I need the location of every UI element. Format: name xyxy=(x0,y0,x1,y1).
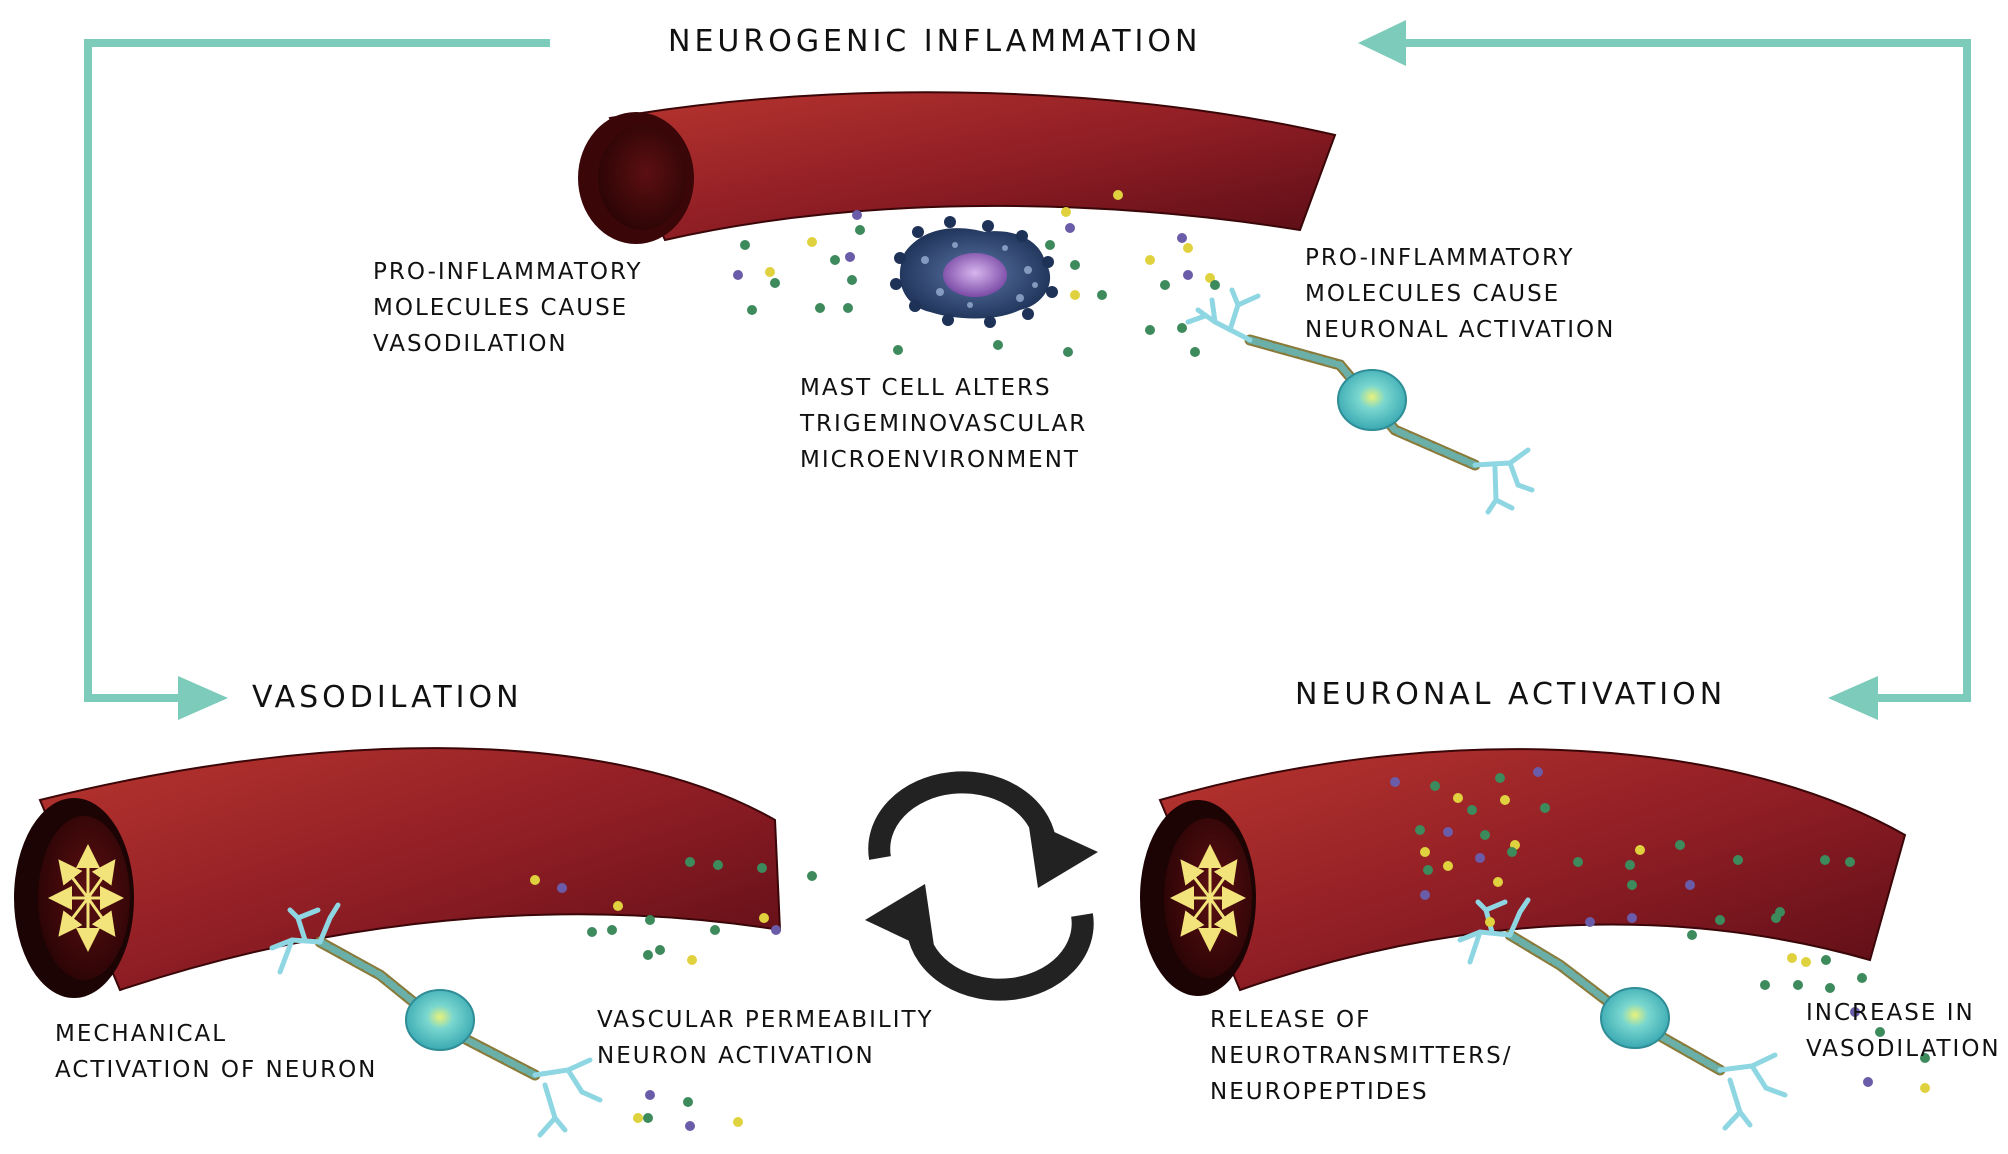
annotation-line: MICROENVIRONMENT xyxy=(800,447,1080,473)
annotation-line: MAST CELL ALTERS xyxy=(800,375,1052,401)
neuron-bottom-right xyxy=(1457,897,1788,1131)
annotation-increase-vasodilation: INCREASE IN VASODILATION xyxy=(1806,995,2008,1067)
annotation-line: VASODILATION xyxy=(1806,1036,2001,1062)
annotation-line: PRO-INFLAMMATORY xyxy=(1305,245,1575,271)
blood-vessel-bottom-right xyxy=(1140,748,1907,996)
annotation-line: NEURON ACTIVATION xyxy=(597,1043,875,1069)
annotation-line: MOLECULES CAUSE xyxy=(373,295,629,321)
cycle-arrow-right xyxy=(1358,20,1971,720)
annotation-line: NEUROPEPTIDES xyxy=(1210,1079,1429,1105)
heading-neuronal-activation: NEURONAL ACTIVATION xyxy=(1295,677,1727,712)
mast-cell xyxy=(890,216,1058,328)
annotation-mast-cell: MAST CELL ALTERS TRIGEMINOVASCULAR MICRO… xyxy=(800,370,1087,478)
annotation-line: NEUROTRANSMITTERS/ xyxy=(1210,1043,1513,1069)
blood-vessel-top xyxy=(578,91,1337,244)
annotation-neurotransmitter-release: RELEASE OF NEUROTRANSMITTERS/ NEUROPEPTI… xyxy=(1210,1002,1512,1110)
annotation-line: NEURONAL ACTIVATION xyxy=(1305,317,1616,343)
annotation-mechanical-activation: MECHANICAL ACTIVATION OF NEURON xyxy=(55,1016,377,1088)
annotation-line: MOLECULES CAUSE xyxy=(1305,281,1561,307)
annotation-line: MECHANICAL xyxy=(55,1021,228,1047)
annotation-line: ACTIVATION OF NEURON xyxy=(55,1057,378,1083)
annotation-line: INCREASE IN xyxy=(1806,1000,1975,1026)
annotation-line: PRO-INFLAMMATORY xyxy=(373,259,643,285)
neuron-bottom-left xyxy=(269,902,603,1138)
annotation-line: VASCULAR PERMEABILITY xyxy=(597,1007,934,1033)
heading-neurogenic-inflammation: NEUROGENIC INFLAMMATION xyxy=(668,24,1202,59)
blood-vessel-bottom-left xyxy=(14,747,782,998)
annotation-vasodilation-cause: PRO-INFLAMMATORY MOLECULES CAUSE VASODIL… xyxy=(373,254,643,362)
dilation-arrows xyxy=(48,844,124,952)
molecules-bottom-right xyxy=(1390,767,1930,1093)
annotation-line: VASODILATION xyxy=(373,331,568,357)
molecules-top xyxy=(733,190,1220,357)
molecules-bottom-left xyxy=(530,857,817,1131)
annotation-neuronal-activation-cause: PRO-INFLAMMATORY MOLECULES CAUSE NEURONA… xyxy=(1305,240,1615,348)
heading-vasodilation: VASODILATION xyxy=(252,680,523,715)
refresh-cycle-icon xyxy=(865,771,1098,1001)
neuron-top xyxy=(1185,287,1535,515)
annotation-vascular-permeability: VASCULAR PERMEABILITY NEURON ACTIVATION xyxy=(597,1002,934,1074)
dilation-arrows xyxy=(1170,844,1246,952)
annotation-line: TRIGEMINOVASCULAR xyxy=(800,411,1088,437)
annotation-line: RELEASE OF xyxy=(1210,1007,1372,1033)
cycle-arrow-left xyxy=(84,39,550,720)
